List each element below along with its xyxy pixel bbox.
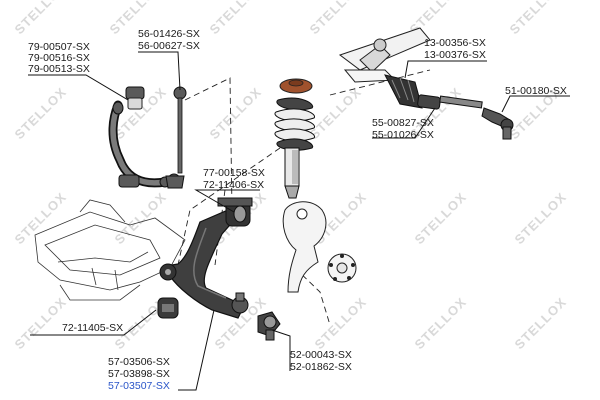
watermark-text: STELLOX — [412, 294, 470, 352]
watermark-text: STELLOX — [112, 189, 170, 247]
watermark-text: STELLOX — [207, 0, 265, 37]
part-number-label: 77-00158-SX — [203, 167, 265, 179]
stabilizer-bar — [108, 100, 171, 188]
front-bushing-part — [157, 297, 179, 319]
watermark-text: STELLOX — [307, 84, 365, 142]
label-stabilizer-link: 56-01426-SX 56-00627-SX — [138, 28, 200, 52]
part-number-label: 13-00356-SX — [424, 37, 486, 49]
watermark-text: STELLOX — [512, 189, 570, 247]
stabilizer-bushing — [118, 174, 140, 188]
watermark-text: STELLOX — [512, 294, 570, 352]
label-arm-rear-bushing: 77-00158-SX 72-11406-SX — [203, 167, 265, 191]
part-number-label: 55-01026-SX — [372, 129, 434, 141]
part-number-label: 55-00827-SX — [372, 117, 434, 129]
leader-lines — [28, 51, 570, 391]
part-number-label: 51-00180-SX — [505, 85, 567, 97]
label-tie-rod-end: 51-00180-SX — [505, 85, 567, 97]
steering-rack — [338, 27, 431, 109]
label-steering-rack: 13-00356-SX 13-00376-SX — [424, 37, 486, 61]
part-number-label: 52-00043-SX — [290, 349, 352, 361]
ball-joint-part — [257, 311, 281, 341]
part-number-label: 56-01426-SX — [138, 28, 200, 40]
label-arm-front-bushing: 72-11405-SX — [62, 322, 123, 334]
watermark-text: STELLOX — [312, 294, 370, 352]
subframe-drawing — [34, 199, 186, 301]
lower-control-arm — [165, 209, 245, 319]
tie-rod-end — [481, 107, 514, 140]
tie-rod — [417, 94, 483, 110]
part-number-label: 79-00507-SX — [28, 41, 90, 53]
part-number-label: 72-11405-SX — [62, 322, 123, 334]
part-number-label: 57-03898-SX — [108, 368, 170, 380]
arm-ball-joint — [231, 292, 249, 314]
part-number-label: 13-00376-SX — [424, 49, 486, 61]
stabilizer-bushing — [125, 86, 145, 110]
watermark-text: STELLOX — [12, 84, 70, 142]
part-number-label: 79-00513-SX — [28, 63, 90, 75]
label-stabilizer-bushings: 79-00507-SX 79-00516-SX 79-00513-SX — [28, 41, 90, 75]
steering-knuckle — [282, 201, 357, 293]
part-number-label: 79-00516-SX — [28, 52, 90, 64]
watermark-text: STELLOX — [307, 0, 365, 37]
part-number-label: 57-03506-SX — [108, 356, 170, 368]
part-number-label: 56-00627-SX — [138, 40, 200, 52]
strut-assembly — [274, 78, 315, 199]
part-number-label: 52-01862-SX — [290, 361, 352, 373]
watermark-text: STELLOX — [412, 189, 470, 247]
watermark-text: STELLOX — [12, 0, 70, 37]
part-number-label-highlighted: 57-03507-SX — [108, 380, 170, 392]
label-control-arm: 57-03506-SX 57-03898-SX 57-03507-SX — [108, 356, 170, 392]
watermark-text: STELLOX — [507, 0, 565, 37]
watermark-text: STELLOX — [207, 84, 265, 142]
stabilizer-link — [165, 86, 187, 189]
control-arm-front-bushing — [159, 263, 177, 281]
control-arm-rear-bushing — [217, 197, 253, 227]
watermark-text: STELLOX — [12, 294, 70, 352]
label-tie-rod: 55-00827-SX 55-01026-SX — [372, 117, 434, 141]
label-ball-joint: 52-00043-SX 52-01862-SX — [290, 349, 352, 373]
part-number-label: 72-11406-SX — [203, 179, 264, 191]
